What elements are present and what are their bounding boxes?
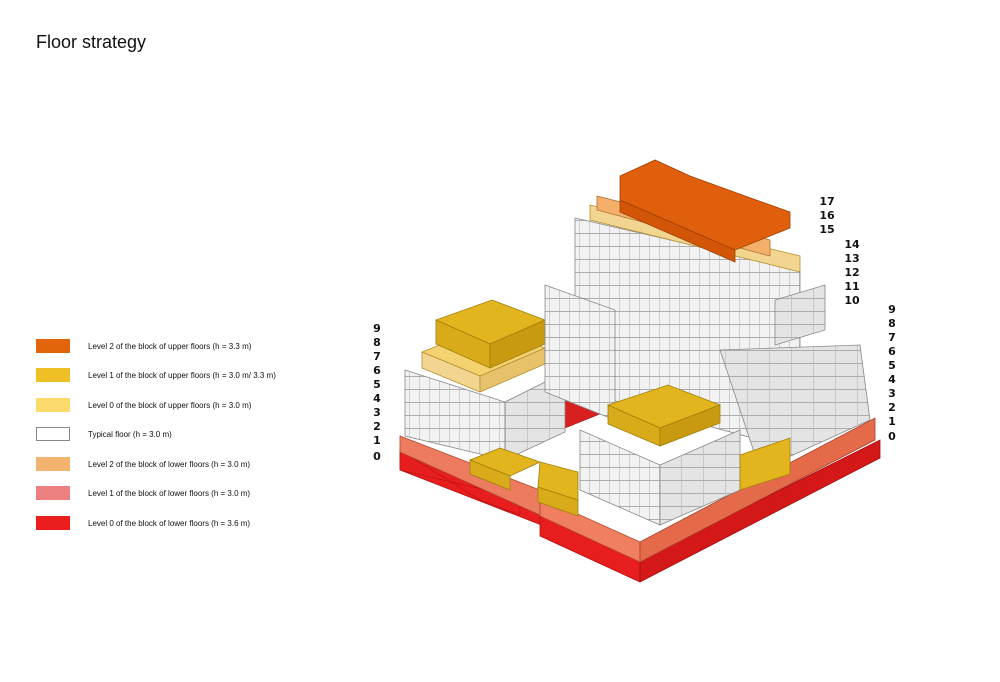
floor-label: 0 <box>888 430 896 443</box>
floor-label: 3 <box>888 387 896 400</box>
tower-level-2-front <box>619 199 736 263</box>
legend-swatch <box>36 516 70 530</box>
floor-label: 2 <box>888 401 896 414</box>
legend-label: Level 1 of the block of lower floors (h … <box>88 488 251 498</box>
legend-swatch <box>36 368 70 382</box>
main-tower-lower-right <box>719 344 871 471</box>
main-tower <box>544 159 871 471</box>
floor-label: 5 <box>888 359 896 372</box>
floor-label: 6 <box>373 364 381 377</box>
center-block-top-right <box>659 404 721 447</box>
center-block <box>579 384 741 526</box>
legend-label: Level 2 of the block of upper floors (h … <box>88 341 252 351</box>
left-tower <box>404 299 566 461</box>
legend-item: Level 1 of the block of lower floors (h … <box>36 485 250 501</box>
main-tower-right-face <box>774 284 826 346</box>
legend-swatch <box>36 339 70 353</box>
floor-label: 8 <box>888 317 896 330</box>
legend-item: Level 2 of the block of lower floors (h … <box>36 456 250 472</box>
floor-label: 9 <box>888 303 896 316</box>
floor-label: 3 <box>373 406 381 419</box>
center-block-front <box>579 429 661 526</box>
floor-label: 0 <box>373 450 381 463</box>
floor-label: 7 <box>373 350 381 363</box>
floor-label: 9 <box>373 322 381 335</box>
podium-level-1-right-face <box>639 417 876 563</box>
legend-item: Level 0 of the block of lower floors (h … <box>36 515 250 531</box>
podium-level-0-right-face <box>639 439 881 583</box>
podium-roof-blocks <box>468 437 791 517</box>
floor-label: 8 <box>373 336 381 349</box>
page-title: Floor strategy <box>36 32 147 52</box>
floor-label: 16 <box>819 209 835 222</box>
podium-roof-block-3 <box>739 437 791 491</box>
legend-label: Level 0 of the block of upper floors (h … <box>88 400 252 410</box>
floor-label: 13 <box>844 252 860 265</box>
legend-item: Level 1 of the block of upper floors (h … <box>36 367 276 383</box>
floor-label: 2 <box>373 420 381 433</box>
legend-swatch <box>36 427 70 441</box>
podium-roof-block-1-front <box>469 459 511 491</box>
floor-label: 10 <box>844 294 860 307</box>
legend-swatch <box>36 457 70 471</box>
floor-label: 5 <box>373 378 381 391</box>
floor-label: 1 <box>373 434 381 447</box>
floor-label: 4 <box>888 373 896 386</box>
legend-label: Level 2 of the block of lower floors (h … <box>88 459 251 469</box>
legend-item: Level 2 of the block of upper floors (h … <box>36 338 251 354</box>
legend-item: Typical floor (h = 3.0 m) <box>36 426 172 442</box>
legend-label: Typical floor (h = 3.0 m) <box>88 429 172 439</box>
floor-label: 17 <box>819 195 835 208</box>
legend-swatch <box>36 398 70 412</box>
floor-label: 6 <box>888 345 896 358</box>
floor-label: 12 <box>844 266 860 279</box>
floor-label: 4 <box>373 392 381 405</box>
legend-label: Level 0 of the block of lower floors (h … <box>88 518 251 528</box>
legend-item: Level 0 of the block of upper floors (h … <box>36 397 251 413</box>
floor-label: 15 <box>819 223 835 236</box>
podium-level-0-back-left <box>399 449 521 516</box>
floor-label: 7 <box>888 331 896 344</box>
floor-label: 1 <box>888 415 896 428</box>
floor-label: 14 <box>844 238 860 251</box>
legend-label: Level 1 of the block of upper floors (h … <box>88 370 276 380</box>
legend-swatch <box>36 486 70 500</box>
podium-roof-block-2-top <box>537 461 579 501</box>
floor-label: 11 <box>844 280 860 293</box>
